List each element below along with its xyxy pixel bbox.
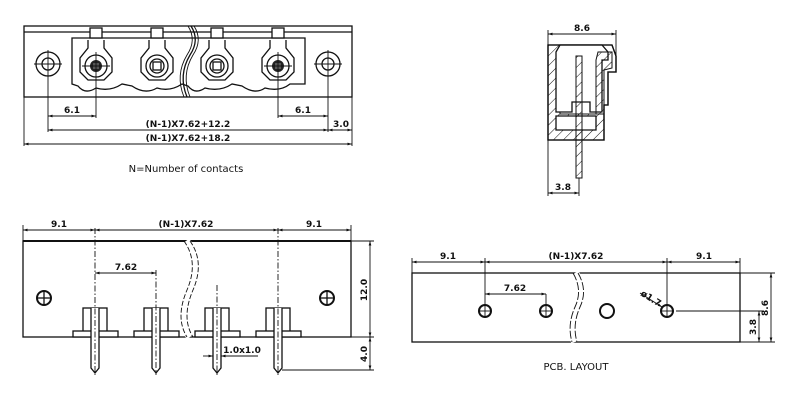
- tabs: [89, 27, 285, 39]
- front-mount-hole-right: [319, 290, 335, 306]
- pcb-hole-4: [660, 304, 674, 318]
- dim-pin-length: 4.0: [360, 346, 370, 362]
- mount-hole-right: [314, 50, 342, 78]
- break-line: [179, 25, 193, 98]
- dim-front-left-end: 9.1: [51, 220, 67, 230]
- dim-front-height: 12.0: [360, 279, 370, 301]
- dim-pin-size: 1.0x1.0: [223, 346, 261, 356]
- dim-front-span: (N-1)X7.62: [159, 220, 214, 230]
- pcb-hole-3: [599, 303, 615, 319]
- contact-2: [140, 40, 174, 81]
- front-pin-1: [72, 228, 119, 375]
- plug-housing: [71, 37, 306, 92]
- front-view-dimensions: 9.1 (N-1)X7.62 9.1 7.62 12.0 4.0 1.0x1.0: [22, 220, 374, 371]
- front-pin-2: [133, 270, 180, 375]
- dim-outer-span: (N-1)X7.62+18.2: [146, 134, 231, 144]
- mount-hole-left: [34, 50, 62, 78]
- dim-edge-offset: 3.0: [333, 120, 349, 130]
- dim-front-right-end: 9.1: [306, 220, 322, 230]
- pcb-layout-caption: PCB. LAYOUT: [544, 362, 610, 373]
- contact-4: [261, 40, 295, 81]
- dim-pcb-span: (N-1)X7.62: [549, 252, 604, 262]
- dim-pcb-height: 8.6: [761, 300, 771, 316]
- dim-left-pitch: 6.1: [64, 106, 80, 116]
- dim-hole-diameter: ø1.7: [638, 289, 662, 309]
- front-view: 9.1 (N-1)X7.62 9.1 7.62 12.0 4.0 1.0x1.0: [22, 220, 374, 375]
- front-mount-hole-left: [36, 290, 52, 306]
- top-view-dimensions: 6.1 6.1 (N-1)X7.62+12.2 3.0 (N-1)X7.62+1…: [23, 78, 353, 146]
- pcb-layout: 9.1 (N-1)X7.62 9.1 7.62 ø1.7 8.6 3.8 PCB…: [411, 252, 775, 373]
- dim-pin-offset: 3.8: [555, 183, 571, 193]
- side-view-dimensions: 8.6 3.8: [547, 24, 617, 196]
- dim-pcb-pitch: 7.62: [504, 284, 526, 294]
- side-view: 8.6 3.8: [547, 24, 617, 196]
- dim-hole-offset: 3.8: [749, 319, 759, 335]
- dim-pcb-left-end: 9.1: [440, 252, 456, 262]
- contact-3: [200, 40, 234, 81]
- dim-inner-span: (N-1)X7.62+12.2: [146, 120, 231, 130]
- dim-side-width: 8.6: [574, 24, 590, 34]
- pcb-dimensions: 9.1 (N-1)X7.62 9.1 7.62 ø1.7 8.6 3.8: [411, 252, 775, 343]
- side-pin: [575, 55, 583, 179]
- front-pin-4: [255, 228, 302, 375]
- pcb-hole-1: [478, 304, 492, 318]
- pcb-hole-2: [539, 304, 553, 318]
- contact-1: [79, 40, 113, 81]
- front-pin-3: [194, 285, 241, 375]
- contacts-note: N=Number of contacts: [129, 164, 244, 175]
- dim-front-pitch: 7.62: [115, 263, 137, 273]
- top-view: 6.1 6.1 (N-1)X7.62+12.2 3.0 (N-1)X7.62+1…: [23, 25, 353, 175]
- dim-right-pitch: 6.1: [295, 106, 311, 116]
- dim-pcb-right-end: 9.1: [696, 252, 712, 262]
